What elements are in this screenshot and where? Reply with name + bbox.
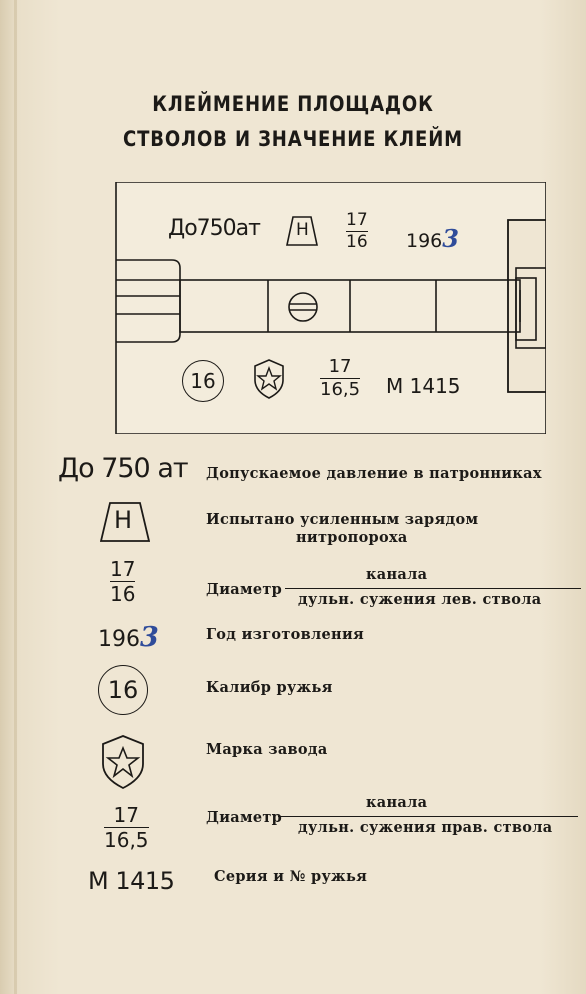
- diagram-proof-stamp: Н: [286, 216, 318, 246]
- fraction-top: 17: [346, 210, 368, 230]
- legend-serial-symbol: М 1415: [88, 867, 175, 895]
- diagram-serial-stamp: М 1415: [386, 374, 461, 398]
- legend-left-numerator: канала: [366, 566, 428, 583]
- legend-right-numerator: канала: [366, 794, 428, 811]
- legend-caliber-text: Калибр ружья: [206, 679, 333, 696]
- fraction-bottom: 16: [110, 582, 136, 606]
- legend-proof-text-2: нитропороха: [296, 529, 408, 546]
- legend-factory-mark-text: Марка завода: [206, 741, 328, 758]
- title-line-2: СТВОЛОВ И ЗНАЧЕНИЕ КЛЕЙМ: [122, 127, 464, 151]
- year-printed: 196: [98, 627, 140, 652]
- page-fold: [14, 0, 17, 994]
- caliber-value: 16: [107, 676, 139, 704]
- legend-year-text: Год изготовления: [206, 626, 365, 643]
- legend-right-fraction-symbol: 17 16,5: [104, 805, 149, 850]
- title-line-1: КЛЕЙМЕНИЕ ПЛОЩАДОК: [152, 92, 434, 116]
- legend-proof-letter: Н: [114, 506, 133, 534]
- fraction-bottom: 16,5: [104, 828, 149, 852]
- legend-factory-mark-icon: [100, 734, 146, 790]
- diagram-caliber-stamp: 16: [182, 360, 224, 402]
- legend-serial-text: Серия и № ружья: [214, 868, 368, 885]
- diagram-year-stamp: 1963: [406, 224, 459, 253]
- legend-left-diameter-label: Диаметр: [206, 581, 283, 598]
- fraction-top: 17: [110, 557, 136, 581]
- legend-caliber-symbol: 16: [98, 665, 148, 715]
- diagram-proof-letter: Н: [296, 220, 309, 240]
- legend-proof-symbol: Н: [99, 502, 151, 542]
- caliber-value: 16: [190, 369, 216, 393]
- legend-right-diameter-label: Диаметр: [206, 809, 283, 826]
- legend-proof-text-1: Испытано усиленным зарядом: [206, 511, 479, 528]
- legend-left-fraction-symbol: 17 16: [110, 557, 136, 606]
- fraction-bottom: 16: [346, 232, 368, 252]
- fraction-top: 17: [113, 803, 139, 827]
- diagram-right-barrel-fraction: 17 16,5: [320, 356, 361, 400]
- legend-year-symbol: 1963: [98, 622, 159, 653]
- barrel-flat-diagram: До750ат Н 17 16 1963 16 17 1: [114, 182, 546, 434]
- legend-pressure-text: Допускаемое давление в патронниках: [206, 465, 542, 482]
- diagram-pressure-stamp: До750ат: [168, 216, 261, 241]
- diagram-left-barrel-fraction: 17 16: [346, 212, 368, 251]
- barrel-outline: [115, 182, 546, 434]
- legend-right-fraction-line: [278, 816, 578, 817]
- legend-pressure-symbol: До 750 ат: [58, 453, 189, 484]
- fraction-top: 17: [328, 356, 352, 377]
- legend-right-denominator: дульн. сужения прав. ствола: [298, 819, 553, 836]
- legend-left-fraction-line: [285, 588, 581, 589]
- year-handwritten: 3: [140, 622, 159, 653]
- fraction-bottom: 16,5: [320, 379, 361, 400]
- legend-left-denominator: дульн. сужения лев. ствола: [298, 591, 542, 608]
- year-printed: 196: [406, 230, 443, 252]
- factory-mark-icon: [252, 358, 286, 400]
- year-handwritten: 3: [442, 224, 459, 253]
